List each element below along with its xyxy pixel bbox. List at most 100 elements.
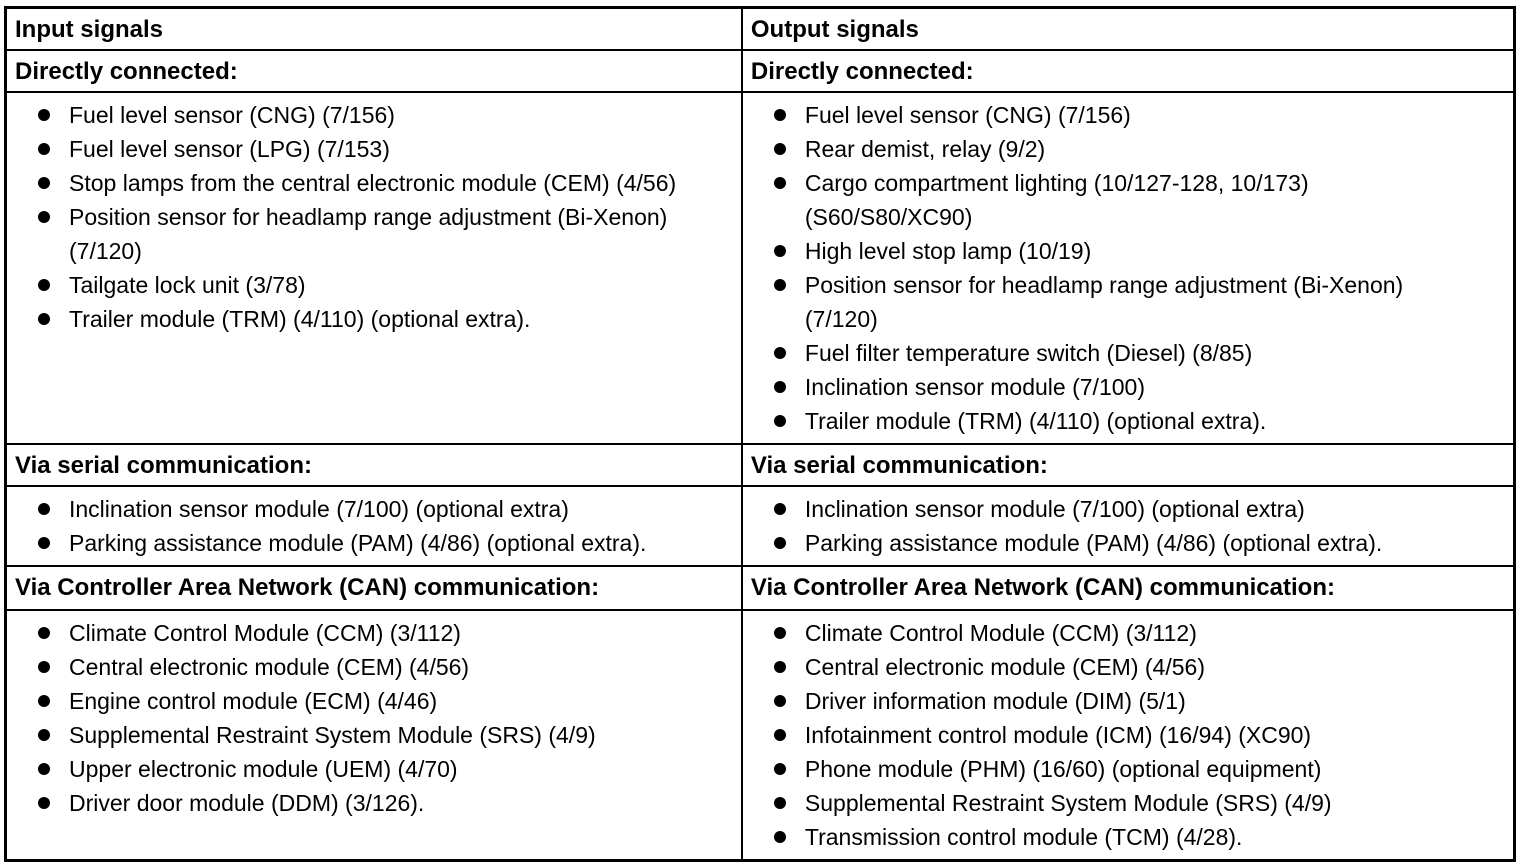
list-item-text: Infotainment control module (ICM) (16/94… (804, 722, 1312, 748)
list-item-text: Position sensor for headlamp range adjus… (69, 204, 668, 264)
list-item-text: Inclination sensor module (7/100) (optio… (804, 496, 1305, 522)
list-item-text: Central electronic module (CEM) (4/56) (804, 654, 1205, 680)
bullet-icon (38, 797, 50, 809)
list-item-text: Upper electronic module (UEM) (4/70) (69, 756, 458, 782)
list-item-text: Driver information module (DIM) (5/1) (804, 688, 1186, 714)
list-item: Climate Control Module (CCM) (3/112) (7, 616, 731, 650)
list-item: Driver information module (DIM) (5/1) (743, 684, 1503, 718)
list-item-text: Fuel filter temperature switch (Diesel) … (804, 340, 1253, 366)
list-item-text: Phone module (PHM) (16/60) (optional equ… (804, 756, 1322, 782)
input-serial-communication-title: Via serial communication: (4, 443, 743, 487)
list-item: Stop lamps from the central electronic m… (7, 166, 731, 200)
input-can-communication-title: Via Controller Area Network (CAN) commun… (4, 565, 743, 611)
bullet-icon (38, 729, 50, 741)
list-item: Phone module (PHM) (16/60) (optional equ… (743, 752, 1503, 786)
list-item-text: Fuel level sensor (CNG) (7/156) (804, 102, 1131, 128)
directly-connected-title-row: Directly connected: Directly connected: (4, 49, 1516, 93)
list-item-text: Driver door module (DDM) (3/126). (69, 790, 425, 816)
input-directly-connected-list: Fuel level sensor (CNG) (7/156) Fuel leve… (7, 93, 741, 341)
list-item-text: Supplemental Restraint System Module (SR… (69, 722, 596, 748)
list-item: Transmission control module (TCM) (4/28)… (743, 820, 1503, 854)
list-item-text: High level stop lamp (10/19) (804, 238, 1092, 264)
list-item: Inclination sensor module (7/100) (optio… (7, 492, 731, 526)
serial-communication-title-row: Via serial communication: Via serial com… (4, 443, 1516, 487)
serial-communication-items-row: Inclination sensor module (7/100) (optio… (4, 485, 1516, 567)
list-item-text: Trailer module (TRM) (4/110) (optional e… (69, 306, 531, 332)
input-directly-connected-cell: Fuel level sensor (CNG) (7/156) Fuel leve… (4, 91, 743, 445)
bullet-icon (38, 627, 50, 639)
list-item: Engine control module (ECM) (4/46) (7, 684, 731, 718)
list-item: Trailer module (TRM) (4/110) (optional e… (743, 404, 1503, 438)
bullet-icon (38, 279, 50, 291)
list-item-text: Rear demist, relay (9/2) (804, 136, 1046, 162)
list-item-text: Supplemental Restraint System Module (SR… (804, 790, 1332, 816)
bullet-icon (773, 661, 786, 673)
list-item: Rear demist, relay (9/2) (743, 132, 1503, 166)
list-item: Central electronic module (CEM) (4/56) (7, 650, 731, 684)
bullet-icon (38, 109, 50, 121)
output-directly-connected-cell: Fuel level sensor (CNG) (7/156) Rear demi… (740, 91, 1516, 445)
output-can-communication-list: Climate Control Module (CCM) (3/112)Cent… (743, 611, 1513, 859)
bullet-icon (773, 503, 786, 515)
bullet-icon (773, 695, 786, 707)
list-item-text: Parking assistance module (PAM) (4/86) (… (804, 530, 1383, 556)
input-can-communication-list: Climate Control Module (CCM) (3/112) Cent… (7, 611, 741, 825)
table-header-row: Input signals Output signals (4, 6, 1516, 51)
output-directly-connected-list: Fuel level sensor (CNG) (7/156) Rear demi… (743, 93, 1513, 443)
output-serial-communication-cell: Inclination sensor module (7/100) (optio… (740, 485, 1516, 567)
input-serial-communication-cell: Inclination sensor module (7/100) (optio… (4, 485, 743, 567)
bullet-icon (773, 537, 786, 549)
list-item: Upper electronic module (UEM) (4/70) (7, 752, 731, 786)
output-can-communication-title: Via Controller Area Network (CAN) commun… (740, 565, 1516, 611)
output-can-communication-cell: Climate Control Module (CCM) (3/112)Cent… (740, 609, 1516, 862)
bullet-icon (773, 109, 786, 121)
list-item: Supplemental Restraint System Module (SR… (743, 786, 1503, 820)
bullet-icon (773, 415, 786, 427)
list-item: Infotainment control module (ICM) (16/94… (743, 718, 1503, 752)
list-item-text: Fuel level sensor (LPG) (7/153) (69, 136, 390, 162)
list-item-text: Cargo compartment lighting (10/127-128, … (804, 170, 1309, 230)
list-item: Central electronic module (CEM) (4/56) (743, 650, 1503, 684)
list-item: Fuel level sensor (CNG) (7/156) (743, 98, 1503, 132)
list-item: Driver door module (DDM) (3/126). (7, 786, 731, 820)
bullet-icon (773, 245, 786, 257)
list-item: Fuel level sensor (CNG) (7/156) (7, 98, 731, 132)
bullet-icon (773, 763, 786, 775)
list-item: Trailer module (TRM) (4/110) (optional e… (7, 302, 731, 336)
bullet-icon (38, 763, 50, 775)
bullet-icon (38, 313, 50, 325)
bullet-icon (773, 347, 786, 359)
list-item-text: Inclination sensor module (7/100) (optio… (69, 496, 569, 522)
bullet-icon (38, 537, 50, 549)
output-directly-connected-title: Directly connected: (740, 49, 1516, 93)
bullet-icon (773, 831, 786, 843)
can-communication-title-row: Via Controller Area Network (CAN) commun… (4, 565, 1516, 611)
input-signals-header-cell: Input signals (4, 6, 743, 51)
signals-table: Input signals Output signals Directly co… (4, 6, 1516, 862)
directly-connected-items-row: Fuel level sensor (CNG) (7/156)Fuel leve… (4, 91, 1516, 445)
list-item: Position sensor for headlamp range adjus… (7, 200, 731, 268)
bullet-icon (773, 627, 786, 639)
list-item-text: Central electronic module (CEM) (4/56) (69, 654, 470, 680)
output-serial-communication-list: Inclination sensor module (7/100) (optio… (743, 487, 1513, 565)
bullet-icon (38, 695, 50, 707)
list-item: Inclination sensor module (7/100) (optio… (743, 492, 1503, 526)
list-item: Fuel level sensor (LPG) (7/153) (7, 132, 731, 166)
list-item: Position sensor for headlamp range adjus… (743, 268, 1503, 336)
list-item: Tailgate lock unit (3/78) (7, 268, 731, 302)
list-item: Fuel filter temperature switch (Diesel) … (743, 336, 1503, 370)
list-item: Parking assistance module (PAM) (4/86) (… (743, 526, 1503, 560)
bullet-icon (38, 661, 50, 673)
list-item-text: Inclination sensor module (7/100) (804, 374, 1145, 400)
bullet-icon (773, 381, 786, 393)
bullet-icon (773, 729, 786, 741)
bullet-icon (773, 797, 786, 809)
bullet-icon (38, 503, 50, 515)
bullet-icon (38, 143, 50, 155)
list-item-text: Position sensor for headlamp range adjus… (804, 272, 1404, 332)
list-item: Cargo compartment lighting (10/127-128, … (743, 166, 1503, 234)
input-serial-communication-list: Inclination sensor module (7/100) (optio… (7, 487, 741, 565)
can-communication-items-row: Climate Control Module (CCM) (3/112) Cent… (4, 609, 1516, 862)
bullet-icon (773, 177, 786, 189)
input-can-communication-cell: Climate Control Module (CCM) (3/112) Cent… (4, 609, 743, 862)
